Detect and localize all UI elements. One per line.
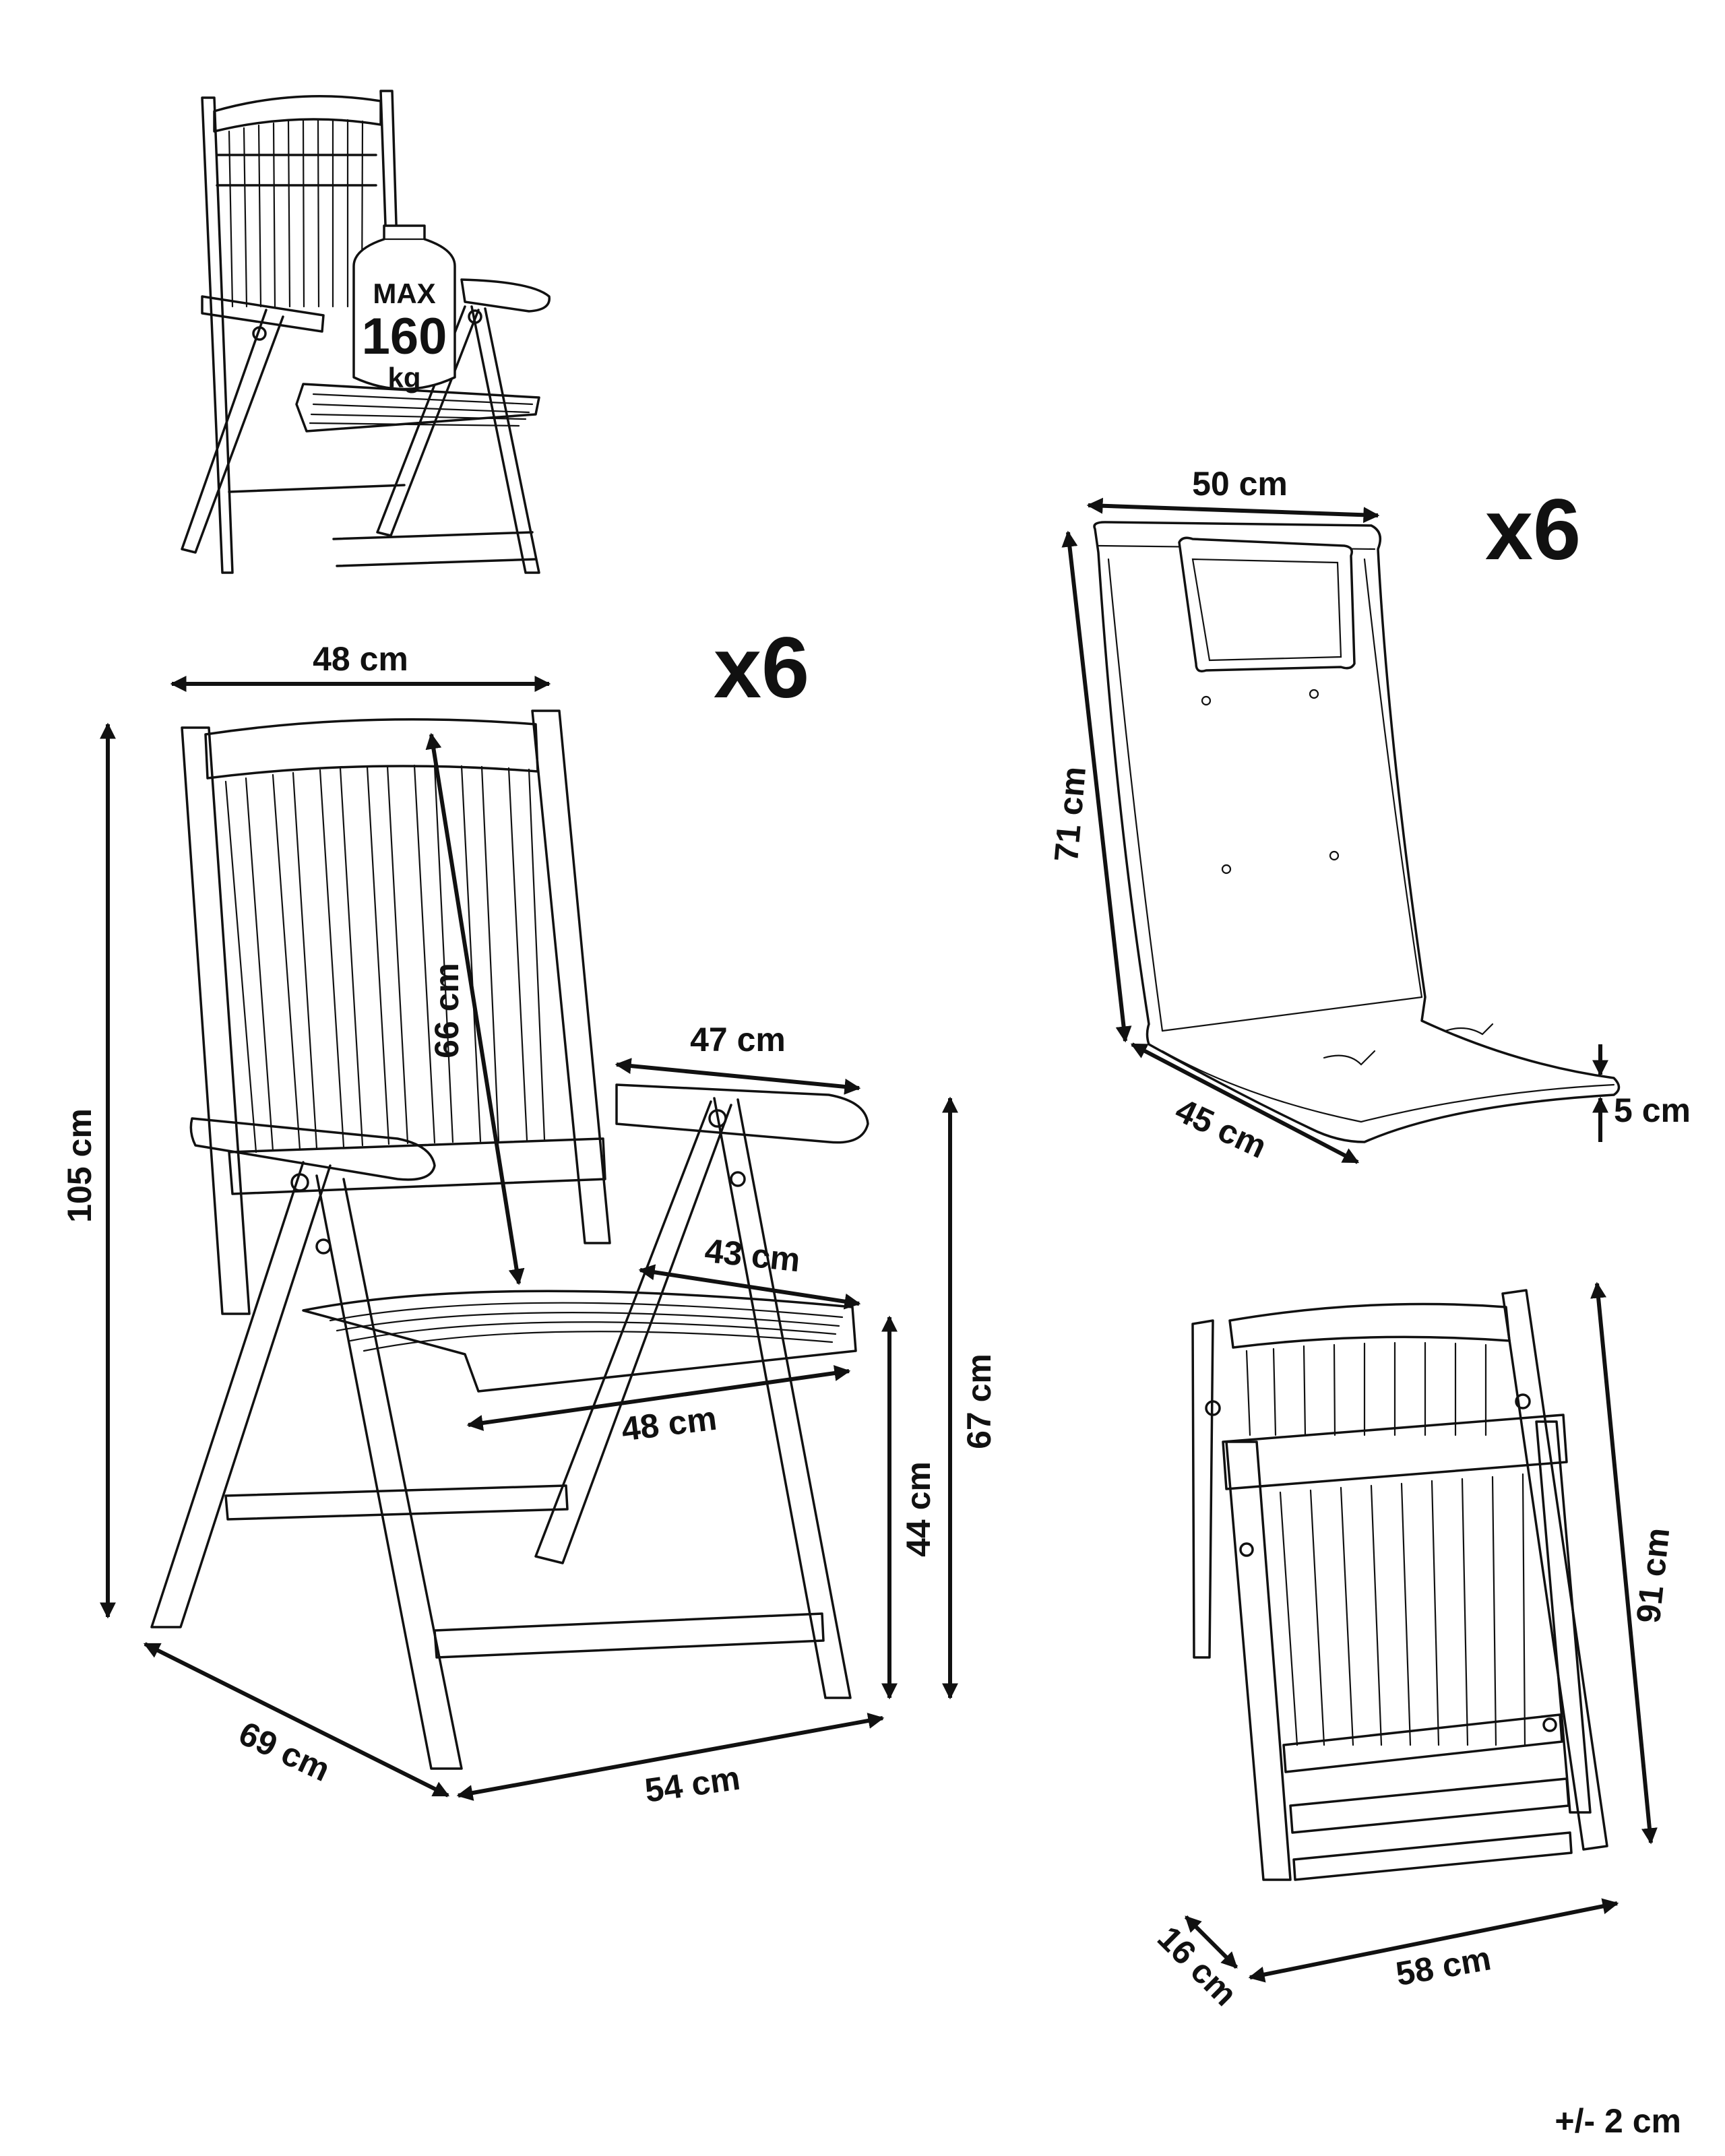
cushion-dimension-lines <box>1061 497 1608 1164</box>
dim-chair-width: 54 cm <box>643 1759 743 1810</box>
main-chair-dimension-lines <box>100 676 958 1801</box>
dim-armrest-length: 47 cm <box>690 1021 786 1058</box>
tolerance-note: +/- 2 cm <box>1555 2102 1681 2140</box>
weight-badge-unit: kg <box>387 362 420 393</box>
dim-arm-height: 67 cm <box>960 1354 998 1449</box>
weight-badge-max: MAX <box>373 278 435 309</box>
dim-cushion-thickness: 5 cm <box>1614 1091 1691 1129</box>
weight-badge: MAX 160 kg <box>352 224 456 393</box>
dim-seat-width: 48 cm <box>619 1399 719 1449</box>
dim-backrest-height: 66 cm <box>428 963 466 1058</box>
dim-chair-depth: 69 cm <box>233 1714 336 1789</box>
dim-cushion-width: 50 cm <box>1192 465 1288 503</box>
small-chair-illustration <box>181 90 551 574</box>
dim-folded-height: 91 cm <box>1629 1526 1677 1625</box>
cushion-set-quantity: x6 <box>1485 482 1581 578</box>
folded-chair-dimension-lines <box>1184 1281 1658 1983</box>
dim-cushion-length: 71 cm <box>1047 765 1093 863</box>
weight-badge-value: 160 <box>362 308 447 365</box>
dim-top-width: 48 cm <box>313 640 408 678</box>
cushion-illustration <box>1093 521 1621 1143</box>
folded-chair-illustration <box>1191 1289 1608 1881</box>
dim-seat-depth: 43 cm <box>703 1232 802 1279</box>
dim-seat-height: 44 cm <box>900 1461 937 1557</box>
dim-folded-thickness: 16 cm <box>1150 1919 1245 2013</box>
chair-set-quantity: x6 <box>714 620 809 716</box>
dim-total-height: 105 cm <box>61 1108 98 1223</box>
